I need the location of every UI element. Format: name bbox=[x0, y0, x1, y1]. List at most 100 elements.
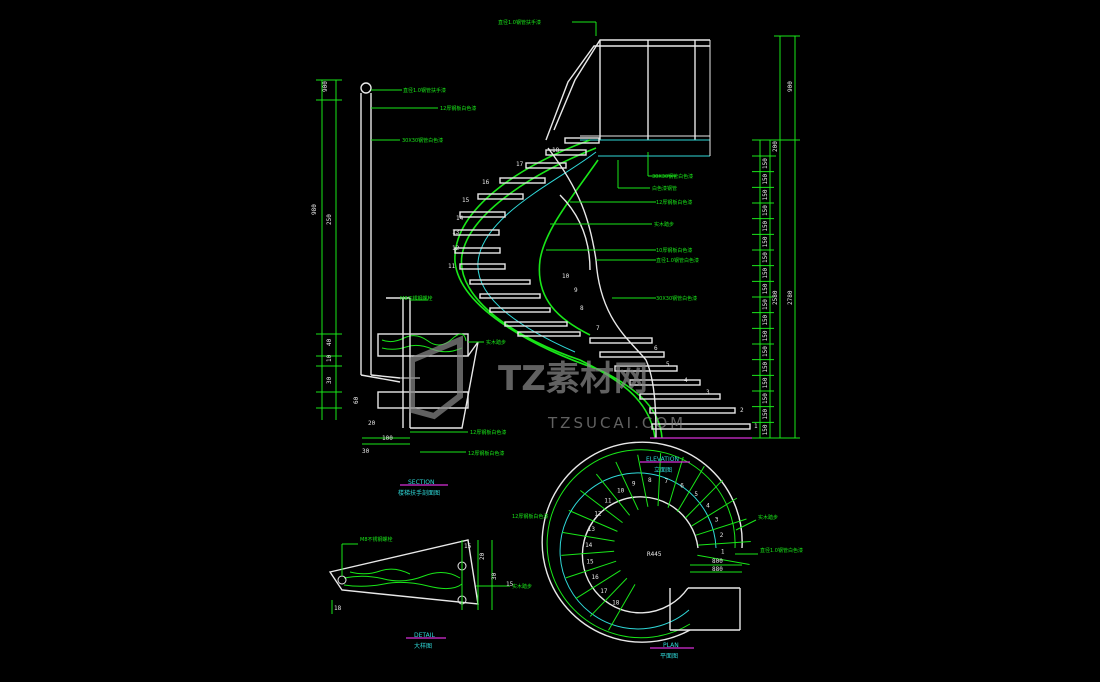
note-elev-7: 30X30钢管白色漆 bbox=[656, 295, 697, 302]
step-number: 4 bbox=[684, 377, 688, 384]
watermark-brand: TZ素材网 bbox=[498, 359, 648, 399]
step-number: 17 bbox=[516, 161, 524, 168]
plan-step-number: 11 bbox=[604, 498, 612, 505]
step-number: 9 bbox=[574, 287, 578, 294]
plan-title-cn: 平面图 bbox=[660, 653, 678, 660]
dim-150: 150 bbox=[762, 283, 769, 294]
elevation-title-cn: 立面图 bbox=[654, 466, 672, 474]
step-number: 14 bbox=[456, 215, 464, 222]
dim-sec-40: 40 bbox=[326, 338, 333, 346]
elevation-steps-upper bbox=[453, 137, 600, 270]
note-section-5: 实木踏步 bbox=[486, 339, 506, 346]
dim-det-18: 18 bbox=[334, 605, 342, 612]
dim-150: 150 bbox=[762, 252, 769, 263]
step-number: 3 bbox=[706, 389, 710, 396]
dim-150: 150 bbox=[762, 220, 769, 231]
dim-150: 150 bbox=[762, 299, 769, 310]
step-number: 2 bbox=[740, 407, 744, 414]
dim-150: 150 bbox=[762, 267, 769, 278]
note-plan-3: 直径1.0钢管白色漆 bbox=[760, 547, 803, 554]
dim-right-900: 900 bbox=[787, 81, 794, 92]
step-number: 16 bbox=[482, 179, 490, 186]
section-title-cn: 楼梯扶手剖面图 bbox=[398, 489, 440, 497]
dim-150: 150 bbox=[762, 330, 769, 341]
note-top: 直径1.0钢管扶手漆 bbox=[498, 19, 541, 26]
note-elev-4: 实木踏步 bbox=[654, 221, 674, 228]
plan-step-number: 7 bbox=[664, 478, 668, 485]
elevation-step-ticks bbox=[752, 155, 774, 439]
plan-step-number: 14 bbox=[585, 542, 593, 549]
dim-150: 150 bbox=[762, 408, 769, 419]
dim-150: 150 bbox=[762, 393, 769, 404]
dim-sec-250: 250 bbox=[326, 214, 333, 225]
plan-step-number: 1 bbox=[721, 549, 725, 556]
watermark-logo bbox=[409, 335, 463, 420]
section-title-en: SECTION bbox=[408, 479, 434, 486]
note-section-3: 30X30钢管白色漆 bbox=[402, 137, 443, 144]
dim-sec-30b: 30 bbox=[362, 448, 370, 455]
plan-step-number: 6 bbox=[680, 483, 684, 490]
plan-step-number: 8 bbox=[648, 477, 652, 484]
note-section-1: 直径1.0钢管扶手漆 bbox=[403, 87, 446, 94]
plan-step-number: 15 bbox=[586, 558, 594, 565]
step-number: 5 bbox=[666, 361, 670, 368]
detail-view bbox=[328, 539, 510, 614]
step-number: 15 bbox=[462, 197, 470, 204]
dim-sec-100: 100 bbox=[382, 435, 393, 442]
note-plan-2: 实木踏步 bbox=[758, 514, 778, 521]
dim-150: 150 bbox=[762, 189, 769, 200]
step-number: 6 bbox=[654, 345, 658, 352]
step-numbers-right: 10 9 8 7 6 5 4 3 2 1 bbox=[562, 273, 758, 430]
plan-step-number: 9 bbox=[632, 480, 636, 487]
note-detail-2: 实木踏步 bbox=[512, 583, 532, 590]
dim-plan-880: 880 bbox=[712, 566, 723, 573]
step-number: 10 bbox=[562, 273, 570, 280]
plan-step-number: 12 bbox=[594, 511, 602, 518]
elevation-steps-lower bbox=[589, 337, 751, 430]
section-tread-lower bbox=[377, 391, 469, 409]
plan-step-number: 10 bbox=[617, 487, 625, 494]
handrail-profile bbox=[360, 82, 372, 94]
step-number: 11 bbox=[448, 263, 456, 270]
plan-step-number: 5 bbox=[694, 491, 698, 498]
dim-right-2580: 2580 bbox=[772, 290, 779, 305]
detail-title-en: DETAIL bbox=[414, 632, 435, 639]
step-number: 18 bbox=[552, 147, 560, 154]
dim-right-2780: 2780 bbox=[787, 290, 794, 305]
note-plan-1: 12厚钢板白色漆 bbox=[512, 513, 548, 520]
dim-150: 150 bbox=[762, 236, 769, 247]
dim-plan-r445: R445 bbox=[647, 551, 662, 558]
plan-step-number: 13 bbox=[588, 526, 596, 533]
dim-sec-10: 10 bbox=[326, 354, 333, 362]
dim-sec-60: 60 bbox=[353, 396, 360, 404]
step-number: 8 bbox=[580, 305, 584, 312]
note-section-2: 12厚钢板白色漆 bbox=[440, 105, 476, 112]
plan-step-number: 17 bbox=[600, 588, 608, 595]
dim-det-30: 30 bbox=[491, 572, 498, 580]
watermark-url: TZSUCAI.COM bbox=[547, 414, 686, 432]
dim-150: 150 bbox=[762, 377, 769, 388]
note-elev-6: 直径1.0钢管白色漆 bbox=[656, 257, 699, 264]
plan-view bbox=[541, 441, 758, 643]
dim-sec-20: 20 bbox=[368, 420, 376, 427]
step-number: 12 bbox=[452, 245, 460, 252]
dim-150: 150 bbox=[762, 361, 769, 372]
note-elev-3: 12厚钢板白色漆 bbox=[656, 199, 692, 206]
step-number: 1 bbox=[754, 423, 758, 430]
step-number: 7 bbox=[596, 325, 600, 332]
dim-150: 150 bbox=[762, 346, 769, 357]
dim-det-15b: 15 bbox=[506, 581, 514, 588]
dim-150: 150 bbox=[762, 205, 769, 216]
elevation-title-en: ELEVATION bbox=[646, 456, 679, 463]
plan-step-number: 4 bbox=[706, 503, 710, 510]
elevation-view bbox=[453, 21, 800, 439]
dim-150: 150 bbox=[762, 424, 769, 435]
dim-det-15: 15 bbox=[464, 543, 472, 550]
dim-det-20: 20 bbox=[479, 552, 486, 560]
dim-right-200: 200 bbox=[772, 141, 779, 152]
plan-tread-lines bbox=[561, 453, 751, 631]
note-section-4: M8不锈钢螺栓 bbox=[400, 295, 433, 302]
